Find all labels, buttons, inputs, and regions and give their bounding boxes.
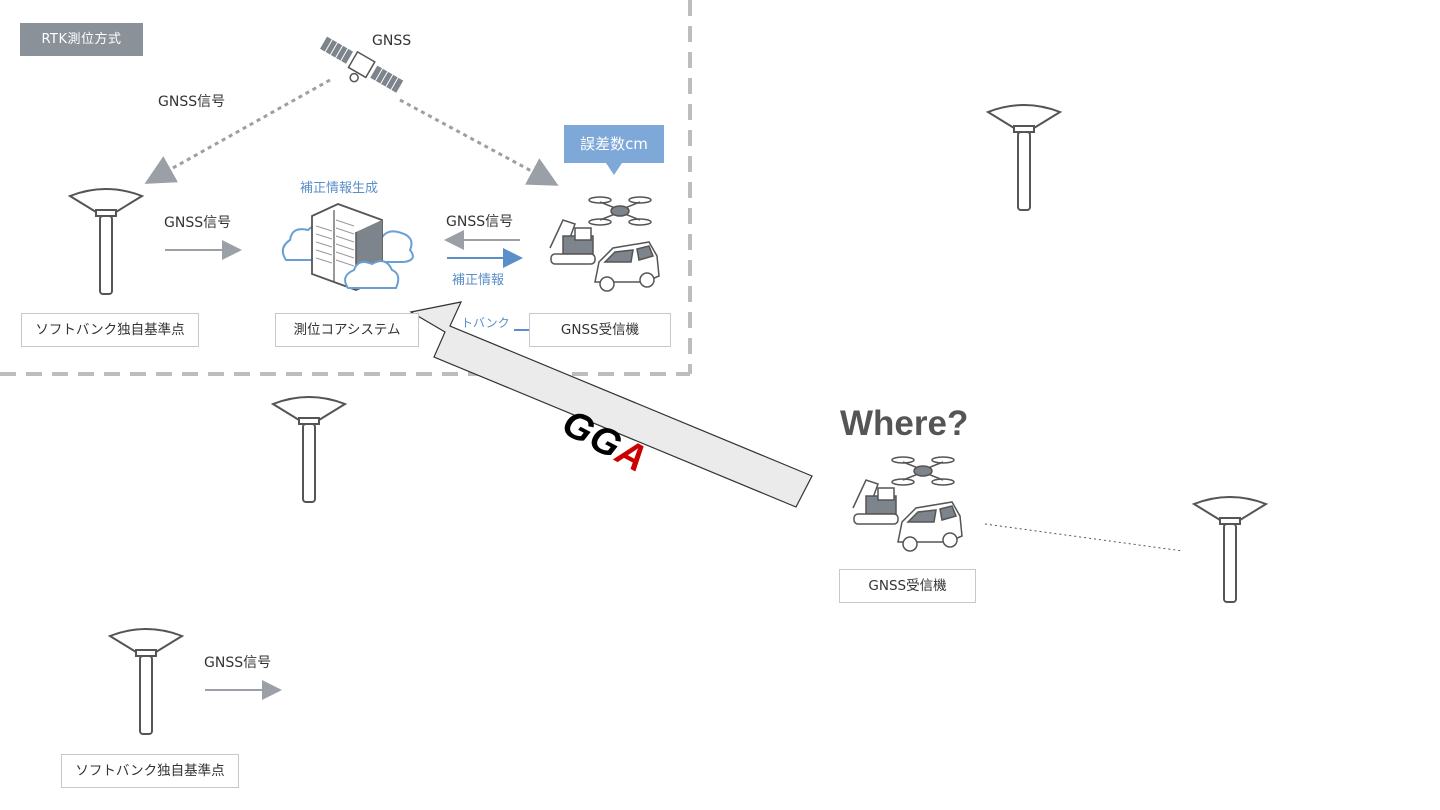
- correction-gen-label: 補正情報生成: [300, 181, 379, 196]
- vehicles-icon: [549, 196, 660, 292]
- antenna-icon: [68, 188, 144, 296]
- receiver-box-overlay: GNSS受信機: [839, 569, 976, 603]
- signal-label-diag: GNSS信号: [158, 94, 226, 110]
- antenna-icon: [1192, 496, 1268, 604]
- where-label: Where?: [840, 404, 969, 443]
- error-bubble: 誤差数cm: [564, 125, 664, 163]
- antenna-icon: [108, 628, 184, 736]
- gga-arrow: [409, 301, 813, 508]
- error-bubble-tail: [606, 163, 622, 175]
- vehicles-icon: [852, 456, 963, 552]
- correction-label: 補正情報: [452, 273, 505, 288]
- sat-signal-to-rover: [399, 98, 559, 186]
- server-cloud-icon: [281, 203, 414, 291]
- receiver-to-antenna-dotted: [984, 523, 1184, 552]
- satellite-icon: [320, 36, 404, 93]
- bottom-signal-label: GNSS信号: [204, 655, 272, 671]
- rtk-method-tag: RTK測位方式: [20, 23, 143, 56]
- satellite-label: GNSS: [372, 33, 412, 49]
- bottom-base-box: ソフトバンク独自基準点: [61, 754, 239, 788]
- sat-signal-to-base: [144, 78, 331, 184]
- signal-label-base: GNSS信号: [164, 215, 232, 231]
- antenna-icon: [271, 396, 347, 504]
- receiver-box: GNSS受信機: [529, 313, 671, 347]
- base-station-box: ソフトバンク独自基準点: [21, 313, 199, 347]
- core-system-box: 測位コアシステム: [275, 313, 419, 347]
- signal-label-rover: GNSS信号: [446, 214, 514, 230]
- antenna-icon: [986, 104, 1062, 212]
- partial-text: トバンク: [461, 316, 510, 330]
